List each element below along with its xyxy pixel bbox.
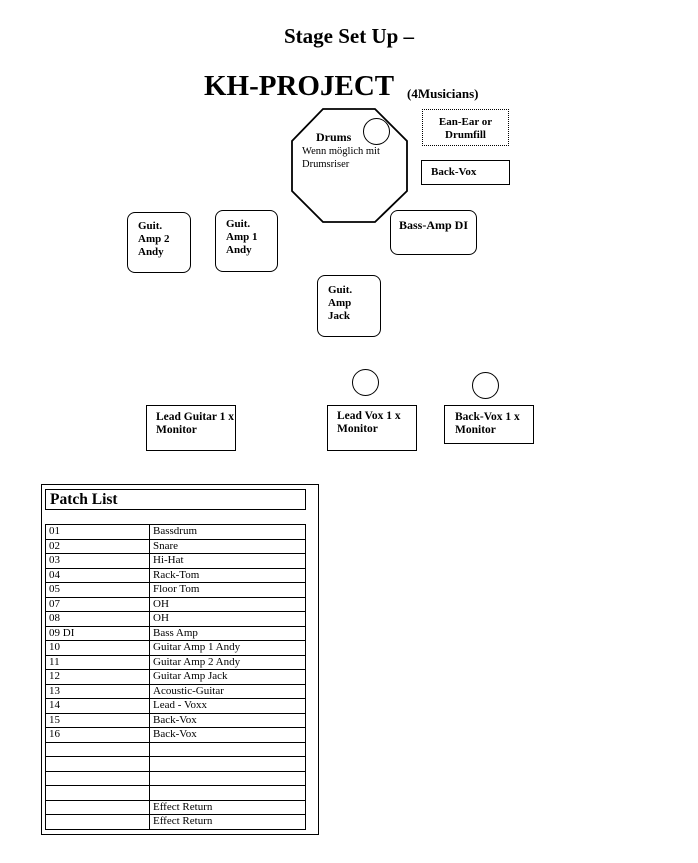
source-cell — [149, 785, 306, 801]
lead-guitar-monitor-box: Lead Guitar 1 x Monitor — [146, 405, 236, 451]
channel-cell: 08 — [45, 611, 150, 627]
channel-cell: 14 — [45, 698, 150, 714]
table-row — [45, 741, 306, 757]
lead-vox-monitor-label: Lead Vox 1 x Monitor — [337, 410, 401, 435]
channel-cell: 04 — [45, 567, 150, 583]
table-row: Effect Return — [45, 814, 306, 830]
project-name: KH-PROJECT — [204, 70, 395, 102]
source-cell: Effect Return — [149, 814, 306, 830]
source-cell: Back-Vox — [149, 727, 306, 743]
guit-amp2-box: Guit. Amp 2 Andy — [127, 212, 191, 273]
channel-cell — [45, 741, 150, 757]
channel-cell: 03 — [45, 553, 150, 569]
backvox-monitor-label: Back-Vox 1 x Monitor — [455, 411, 520, 436]
source-cell: OH — [149, 611, 306, 627]
source-cell: Lead - Voxx — [149, 698, 306, 714]
lead-guitar-monitor-label: Lead Guitar 1 x Monitor — [156, 411, 235, 436]
source-cell: OH — [149, 596, 306, 612]
channel-cell — [45, 814, 150, 830]
source-cell — [149, 770, 306, 786]
channel-cell: 15 — [45, 712, 150, 728]
source-cell: Acoustic-Guitar — [149, 683, 306, 699]
musician-count: (4Musicians) — [407, 86, 479, 101]
source-cell: Rack-Tom — [149, 567, 306, 583]
channel-cell — [45, 756, 150, 772]
lead-vox-mic-icon — [352, 369, 379, 396]
channel-cell: 09 DI — [45, 625, 150, 641]
channel-cell: 13 — [45, 683, 150, 699]
source-cell: Guitar Amp Jack — [149, 669, 306, 685]
source-cell: Back-Vox — [149, 712, 306, 728]
source-cell — [149, 741, 306, 757]
channel-cell: 02 — [45, 538, 150, 554]
table-row — [45, 770, 306, 786]
drums-note: Wenn möglich mit Drumsriser — [302, 146, 380, 170]
guit-amp2-label: Guit. Amp 2 Andy — [138, 220, 170, 258]
channel-cell: 05 — [45, 582, 150, 598]
channel-cell: 10 — [45, 640, 150, 656]
channel-cell: 01 — [45, 524, 150, 540]
backvox-top-label: Back-Vox — [431, 166, 477, 178]
guit-amp-jack-label: Guit. Amp Jack — [328, 284, 353, 322]
source-cell: Hi-Hat — [149, 553, 306, 569]
drum-mic-circle-icon — [363, 118, 390, 145]
channel-cell: 11 — [45, 654, 150, 670]
patch-list-frame — [41, 484, 319, 835]
source-cell: Guitar Amp 2 Andy — [149, 654, 306, 670]
channel-cell: 16 — [45, 727, 150, 743]
source-cell: Bass Amp — [149, 625, 306, 641]
channel-cell: 12 — [45, 669, 150, 685]
drums-label: Drums — [316, 130, 352, 144]
table-row — [45, 785, 306, 801]
channel-cell — [45, 770, 150, 786]
bass-amp-box: Bass-Amp DI — [390, 210, 477, 255]
guit-amp1-box: Guit. Amp 1 Andy — [215, 210, 278, 272]
channel-cell — [45, 785, 150, 801]
source-cell: Snare — [149, 538, 306, 554]
backvox-monitor-box: Back-Vox 1 x Monitor — [444, 405, 534, 444]
source-cell — [149, 756, 306, 772]
page-title: Stage Set Up – — [283, 24, 415, 48]
table-row: Effect Return — [45, 799, 306, 815]
inear-drumfill-box: Ean-Ear or Drumfill — [422, 109, 509, 146]
bass-amp-label: Bass-Amp DI — [398, 218, 468, 232]
source-cell: Guitar Amp 1 Andy — [149, 640, 306, 656]
guit-amp-jack-box: Guit. Amp Jack — [317, 275, 381, 337]
channel-cell — [45, 799, 150, 815]
guit-amp1-label: Guit. Amp 1 Andy — [226, 218, 258, 256]
inear-drumfill-label: Ean-Ear or Drumfill — [438, 116, 493, 141]
source-cell: Effect Return — [149, 799, 306, 815]
source-cell: Bassdrum — [149, 524, 306, 540]
channel-cell: 07 — [45, 596, 150, 612]
patch-list-title: Patch List — [45, 489, 306, 510]
source-cell: Floor Tom — [149, 582, 306, 598]
table-row — [45, 756, 306, 772]
lead-vox-monitor-box: Lead Vox 1 x Monitor — [327, 405, 417, 451]
backvox-top-box: Back-Vox — [421, 160, 510, 185]
backvox-mic-icon — [472, 372, 499, 399]
